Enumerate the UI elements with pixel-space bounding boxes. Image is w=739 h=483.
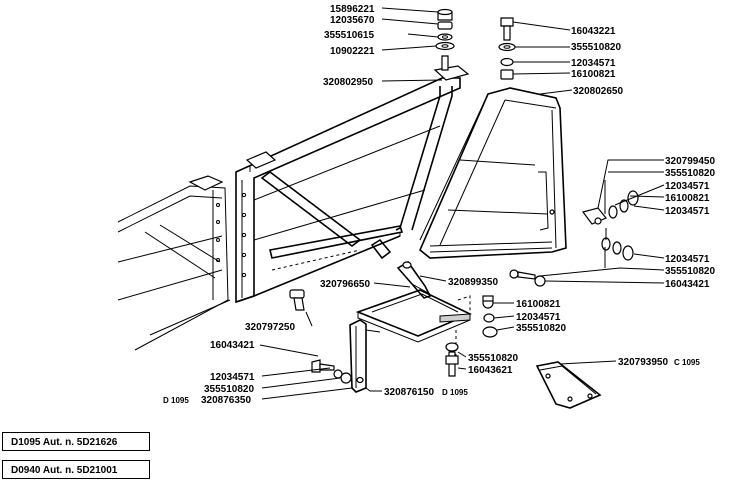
leader-lines xyxy=(259,7,665,400)
label-355510820-mid: 355510820 xyxy=(516,323,566,334)
label-12034571-right-1: 12034571 xyxy=(665,181,710,192)
vertical-bracket xyxy=(311,319,381,393)
label-355510820-right-2: 355510820 xyxy=(665,266,715,277)
label-355510820-left: 355510820 xyxy=(204,384,254,395)
label-16043221-top: 16043221 xyxy=(571,26,616,37)
label-16043421-left: 16043421 xyxy=(210,340,255,351)
side-housing xyxy=(419,87,567,259)
label-12034571-right-2: 12034571 xyxy=(665,206,710,217)
top-hardware-left xyxy=(435,8,455,71)
label-12034571-top: 12034571 xyxy=(571,58,616,69)
label-16043421-right: 16043421 xyxy=(665,279,710,290)
label-320796650: 320796650 xyxy=(320,279,370,290)
main-frame xyxy=(235,65,470,304)
label-320899350: 320899350 xyxy=(448,277,498,288)
label-320799450: 320799450 xyxy=(665,156,715,167)
label-355510820-top: 355510820 xyxy=(571,42,621,53)
label-c1095-suffix: C 1095 xyxy=(674,358,700,367)
label-320802650: 320802650 xyxy=(573,86,623,97)
label-16100821-mid: 16100821 xyxy=(516,299,561,310)
label-16100821-right: 16100821 xyxy=(665,193,710,204)
label-16100821-top: 16100821 xyxy=(571,69,616,80)
label-10902221: 10902221 xyxy=(330,46,375,57)
label-320793950: 320793950 xyxy=(618,357,668,368)
label-16043621: 16043621 xyxy=(468,365,513,376)
label-320797250: 320797250 xyxy=(245,322,295,333)
label-320876350: 320876350 xyxy=(201,395,251,406)
middle-brackets xyxy=(289,238,472,360)
authorization-box-d1095: D1095 Aut. n. 5D21626 xyxy=(2,432,150,451)
authorization-box-d0940: D0940 Aut. n. 5D21001 xyxy=(2,460,150,479)
background-frame xyxy=(117,175,231,351)
label-15896221: 15896221 xyxy=(330,4,375,15)
label-12034571-left: 12034571 xyxy=(210,372,255,383)
label-320802950: 320802950 xyxy=(323,77,373,88)
label-12034571-right-3: 12034571 xyxy=(665,254,710,265)
label-355510615: 355510615 xyxy=(324,30,374,41)
top-hardware-right xyxy=(498,17,516,80)
label-12035670: 12035670 xyxy=(330,15,375,26)
lower-mid-hardware xyxy=(445,295,498,377)
label-d1095-prefix: D 1095 xyxy=(163,396,189,405)
part-labels: 15896221 12035670 355510615 10902221 320… xyxy=(163,4,715,406)
right-hardware xyxy=(509,180,639,287)
label-355510820-low: 355510820 xyxy=(468,353,518,364)
label-355510820-right: 355510820 xyxy=(665,168,715,179)
label-12034571-mid: 12034571 xyxy=(516,312,561,323)
label-d1095-suffix: D 1095 xyxy=(442,388,468,397)
label-320876150: 320876150 xyxy=(384,387,434,398)
triangular-plate xyxy=(535,361,602,409)
